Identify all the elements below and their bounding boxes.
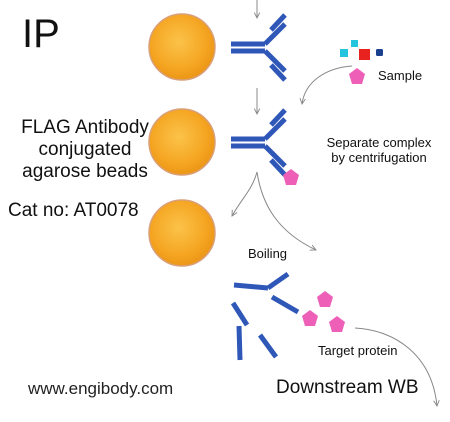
antibody-2 xyxy=(231,108,287,177)
sample-navy-particle xyxy=(376,49,383,56)
downstream-label: Downstream WB xyxy=(276,377,419,398)
released-target-proteins xyxy=(302,291,345,332)
fragment-5 xyxy=(236,325,243,361)
arrow-to-boiling xyxy=(256,171,316,250)
fragment-1 xyxy=(233,282,269,291)
boiling-label: Boiling xyxy=(248,246,288,261)
product-label: FLAG Antibody conjugated agarose beads xyxy=(8,117,162,183)
target-protein-1 xyxy=(317,291,333,307)
captured-target-protein xyxy=(283,169,299,185)
product-label-line-1: FLAG Antibody xyxy=(21,117,149,138)
bead-antibody-complex-2 xyxy=(148,108,299,185)
antibody-1 xyxy=(231,13,287,82)
target-protein-2 xyxy=(302,310,318,326)
fragment-2 xyxy=(266,271,290,291)
sample-mixture xyxy=(340,40,383,84)
flow-arrows xyxy=(232,0,437,406)
arrow-to-downstream xyxy=(354,327,437,406)
catalog-number: Cat no: AT0078 xyxy=(8,200,139,221)
target-protein-label: Target protein xyxy=(318,343,398,358)
product-label-line-3: agarose beads xyxy=(22,161,148,182)
fragment-6 xyxy=(257,333,279,359)
target-protein-3 xyxy=(329,316,345,332)
fragment-4 xyxy=(230,301,250,327)
separate-label: Separate complex by centrifugation xyxy=(326,135,432,165)
sample-label: Sample xyxy=(378,68,423,83)
arrow-to-bead-3 xyxy=(232,171,258,216)
released-antibody-fragments xyxy=(230,271,300,361)
agarose-bead-3 xyxy=(148,199,216,267)
agarose-bead-2 xyxy=(148,108,216,176)
bead-antibody-complex-1 xyxy=(148,13,287,82)
page-title: IP xyxy=(22,12,60,56)
fragment-3 xyxy=(270,294,300,315)
sample-target-protein xyxy=(349,68,365,84)
product-label-line-2: conjugated xyxy=(38,139,132,160)
sample-cyan-particle-2 xyxy=(340,49,348,57)
website-link[interactable]: www.engibody.com xyxy=(28,379,174,398)
arrow-sample-to-complex xyxy=(302,65,353,104)
agarose-bead-1 xyxy=(148,13,216,81)
sample-red-particle xyxy=(359,49,370,60)
sample-cyan-particle-1 xyxy=(351,40,358,47)
